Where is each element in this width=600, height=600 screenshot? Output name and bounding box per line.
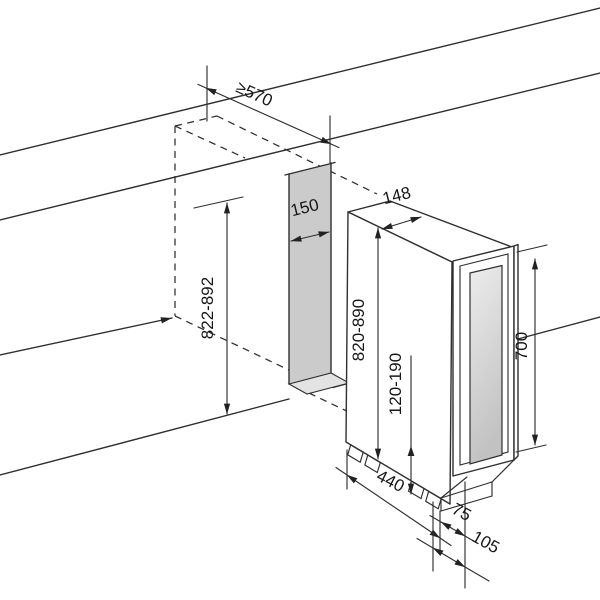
appliance-side-panel	[345, 211, 453, 505]
niche-hidden-bottom-left-edge	[174, 315, 290, 371]
counter-back-edge-line	[0, 7, 600, 156]
dimension-line	[440, 521, 466, 537]
dimension-line	[205, 87, 332, 145]
extension-line	[515, 444, 547, 453]
dimension-overshoot	[330, 143, 340, 149]
door-edge-face	[513, 243, 519, 461]
recess-small-label: 75	[449, 499, 475, 525]
dim-door-height: 700	[512, 244, 548, 453]
dimension-overshoot	[429, 515, 442, 523]
cabinet-run	[0, 7, 600, 476]
extension-line	[193, 196, 244, 209]
extension-line	[516, 244, 548, 253]
dim-niche-height: 822-892	[193, 196, 244, 415]
niche-hidden-top-back-edge	[174, 115, 218, 127]
appliance-width-label: 148	[381, 183, 413, 208]
plinth-right-edge	[491, 459, 515, 483]
plinth-top-edge	[440, 481, 493, 499]
toe-kick-line	[0, 317, 173, 356]
dim-recess-small: 75	[429, 481, 478, 589]
niche-depth-label: ≥570	[233, 78, 275, 111]
recess-large-label: 105	[469, 527, 503, 557]
dimension-overshoot	[416, 537, 434, 549]
appliance-height-label: 820-890	[349, 299, 368, 361]
dimension-overshoot	[439, 537, 452, 547]
dim-appliance-height: 820-890	[349, 227, 382, 460]
dim-plinth-height: 120-190	[386, 353, 415, 495]
plinth-height-label: 120-190	[386, 353, 405, 415]
toe-kick-arrowhead	[160, 317, 172, 324]
door-height-label: 700	[512, 332, 531, 360]
niche-opening-top-edge	[284, 161, 336, 176]
dimension-line	[432, 547, 466, 568]
floor-line-left	[0, 398, 290, 476]
dimension-overshoot	[464, 566, 490, 582]
floor-line-right	[515, 316, 600, 341]
dimension-line	[346, 474, 441, 539]
vent-slot	[364, 454, 381, 474]
niche-hidden-top-left-edge	[174, 125, 246, 159]
dimension-line	[290, 231, 330, 242]
plinth-left-edge	[440, 476, 468, 499]
dimension-overshoot	[197, 83, 207, 89]
up-arrowhead	[407, 446, 415, 456]
appliance	[345, 200, 519, 512]
plinth	[440, 459, 515, 512]
dim-niche-depth: ≥570	[197, 65, 340, 164]
niche-height-label: 822-892	[198, 277, 217, 339]
vent-slot	[347, 443, 364, 464]
plinth-bottom-edge	[440, 495, 493, 512]
dimension-overshoot	[464, 535, 478, 544]
dimension-line	[381, 216, 422, 230]
door-frame	[459, 253, 509, 466]
dimension-overshoot	[335, 466, 348, 476]
counter-front-edge-line	[0, 72, 600, 221]
niche-back-wall	[289, 163, 331, 384]
door-glass-panel	[469, 264, 503, 465]
